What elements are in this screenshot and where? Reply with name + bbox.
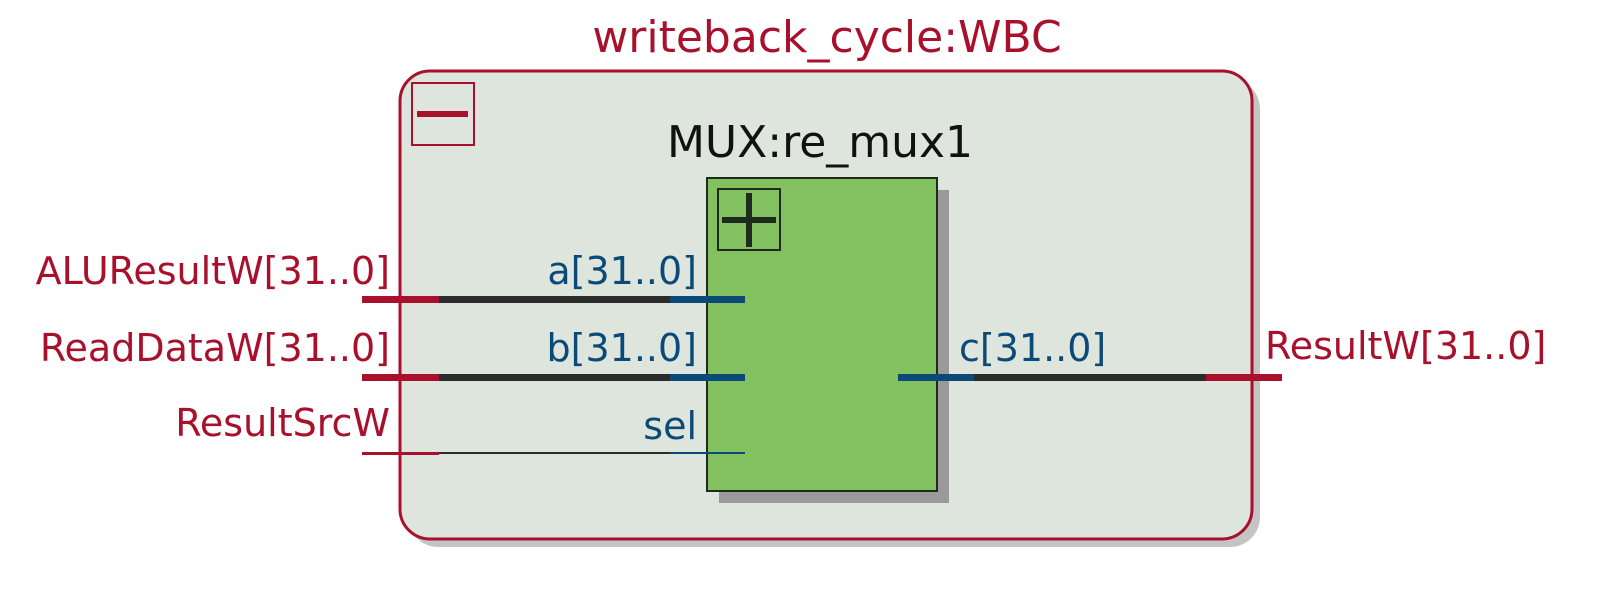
port-label-a: a[31..0] [547, 249, 697, 293]
output-port-stub-result [1206, 374, 1282, 381]
instance-block[interactable] [706, 177, 938, 492]
input-port-stub-readdata [362, 374, 439, 381]
instance-title: MUX:re_mux1 [667, 117, 973, 168]
expand-button-frame [717, 188, 781, 251]
wire-read-data [439, 374, 670, 381]
plus-icon [746, 193, 752, 247]
port-pin-sel [670, 452, 745, 454]
wire-alu-result [439, 296, 670, 303]
collapse-button-frame [411, 82, 475, 146]
input-port-stub-resultsrc [362, 452, 439, 455]
wire-result [974, 374, 1206, 381]
port-label-b: b[31..0] [547, 326, 697, 370]
module-title: writeback_cycle:WBC [592, 12, 1061, 63]
port-pin-c [898, 374, 974, 381]
output-label-result: ResultW[31..0] [1265, 324, 1546, 368]
port-pin-b [670, 374, 745, 381]
input-label-read-data: ReadDataW[31..0] [40, 326, 390, 370]
collapse-button[interactable] [411, 82, 475, 146]
minus-icon [417, 111, 468, 117]
expand-button[interactable] [717, 188, 781, 251]
input-label-alu-result: ALUResultW[31..0] [36, 249, 390, 293]
input-label-result-src: ResultSrcW [175, 401, 390, 445]
port-label-c: c[31..0] [959, 326, 1106, 370]
wire-result-src [439, 452, 670, 454]
input-port-stub-alu [362, 296, 439, 303]
port-label-sel: sel [643, 404, 697, 448]
port-pin-a [670, 296, 745, 303]
